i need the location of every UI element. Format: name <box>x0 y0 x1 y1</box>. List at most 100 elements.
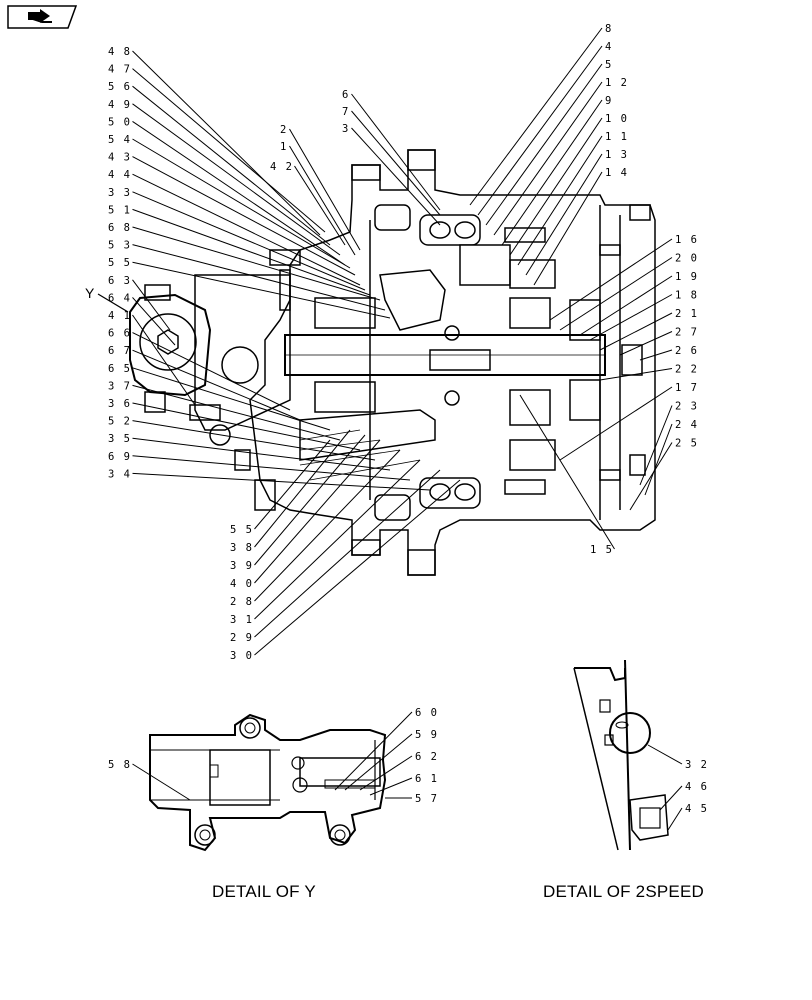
leader-left-67 <box>132 349 301 421</box>
leader-bottom-30 <box>254 479 461 656</box>
leader-left-63 <box>132 279 171 331</box>
leader-bottom-39 <box>254 434 366 566</box>
leader-d2-32 <box>647 744 683 765</box>
leader-left-41 <box>132 314 196 406</box>
leader-left-35 <box>132 437 391 471</box>
callout-left-68: 6 8 <box>108 222 131 234</box>
callout-dy-62: 6 2 <box>415 751 438 763</box>
leader-rtop-4 <box>477 45 603 216</box>
leader-rtop-5 <box>485 63 603 226</box>
callout-left-58: 5 8 <box>108 759 131 771</box>
leader-right-16 <box>549 238 673 321</box>
callout-left-49: 4 9 <box>108 99 131 111</box>
callout-left-56: 5 6 <box>108 81 131 93</box>
callout-left-64: 6 4 <box>108 292 131 304</box>
leader-right-24 <box>644 423 673 496</box>
leader-dy-59 <box>344 733 413 791</box>
callout-bottom-39: 3 9 <box>230 560 253 572</box>
leader-dy-60 <box>334 711 413 791</box>
callout-rtop-12: 1 2 <box>605 77 628 89</box>
callout-bottom-29: 2 9 <box>230 632 253 644</box>
detail-y-drawing <box>149 713 387 852</box>
callout-rtop-9: 9 <box>605 95 613 107</box>
callout-right-16: 1 6 <box>675 234 698 246</box>
callout-right-21: 2 1 <box>675 308 698 320</box>
callout-rtop-8: 8 <box>605 23 613 35</box>
callout-bottom-28: 2 8 <box>230 596 253 608</box>
callout-left-55: 5 5 <box>108 257 131 269</box>
callout-left-54: 5 4 <box>108 134 131 146</box>
leader-left-55 <box>132 261 391 319</box>
callout-left-43: 4 3 <box>108 152 131 164</box>
detail-2speed-caption: DETAIL OF 2SPEED <box>543 882 704 901</box>
leader-d2-46 <box>659 785 683 811</box>
callout-left-51: 5 1 <box>108 204 131 216</box>
callout-top-6: 6 <box>342 89 350 101</box>
callout-right-27: 2 7 <box>675 327 698 339</box>
callout-right-23: 2 3 <box>675 401 698 413</box>
callout-left-65: 6 5 <box>108 363 131 375</box>
callout-dy-59: 5 9 <box>415 729 438 741</box>
leader-top-3 <box>351 127 441 226</box>
leader-bottom-38 <box>254 429 351 548</box>
leader-left-36 <box>132 402 361 451</box>
leader-left-49 <box>132 103 341 256</box>
next-page-button[interactable] <box>6 4 78 30</box>
leader-right-20 <box>559 257 673 331</box>
callout-labels: 4 84 75 64 95 05 44 34 43 35 16 85 35 56… <box>108 23 708 815</box>
callout-left-53: 5 3 <box>108 240 131 252</box>
detail-y-caption: DETAIL OF Y <box>212 882 316 901</box>
next-page-arrow-icon <box>7 5 78 29</box>
callout-left-63: 6 3 <box>108 275 131 287</box>
callout-right-17: 1 7 <box>675 382 698 394</box>
leader-right-17 <box>559 386 673 461</box>
y-marker: Y <box>85 285 129 313</box>
callout-right-22: 2 2 <box>675 364 698 376</box>
callout-dy-61: 6 1 <box>415 773 438 785</box>
leader-left-34 <box>132 472 431 491</box>
callout-top-7: 7 <box>342 106 350 118</box>
callout-d2-46: 4 6 <box>685 781 708 793</box>
leader-top-7 <box>351 110 441 216</box>
callout-right-18: 1 8 <box>675 290 698 302</box>
callout-left-36: 3 6 <box>108 398 131 410</box>
leader-rtop-11 <box>517 135 603 266</box>
callout-left-41: 4 1 <box>108 310 131 322</box>
callout-left-48: 4 8 <box>108 46 131 58</box>
leader-left-43 <box>132 156 356 276</box>
callout-rtop-4: 4 <box>605 41 613 53</box>
leader-rtop-10 <box>509 117 603 256</box>
callout-right-19: 1 9 <box>675 271 698 283</box>
leader-dy-62 <box>359 755 413 791</box>
leader-left-33 <box>132 191 366 291</box>
callout-left-52: 5 2 <box>108 416 131 428</box>
callout-bottom-30: 3 0 <box>230 650 253 662</box>
leader-right-26 <box>639 349 673 361</box>
callout-right-24: 2 4 <box>675 419 698 431</box>
callout-bottom-31: 3 1 <box>230 614 253 626</box>
leader-top-42 <box>294 165 346 246</box>
leader-left-37 <box>132 384 341 441</box>
callout-mid-15: 1 5 <box>590 544 613 556</box>
leader-bottom-29 <box>254 469 441 638</box>
leader-bottom-31 <box>254 459 421 620</box>
callout-rtop-11: 1 1 <box>605 131 628 143</box>
leader-right-22 <box>599 368 673 381</box>
leader-left-48 <box>132 50 321 236</box>
callout-bottom-38: 3 8 <box>230 542 253 554</box>
callout-rtop-10: 1 0 <box>605 113 628 125</box>
callout-d2-32: 3 2 <box>685 759 708 771</box>
leader-right-21 <box>599 312 673 351</box>
leader-left-54 <box>132 138 351 269</box>
y-marker-label: Y <box>85 285 95 301</box>
callout-right-26: 2 6 <box>675 345 698 357</box>
callout-right-25: 2 5 <box>675 438 698 450</box>
callout-top-42: 4 2 <box>270 161 293 173</box>
callout-rtop-13: 1 3 <box>605 149 628 161</box>
leader-rtop-14 <box>533 171 603 286</box>
detail-2speed-drawing <box>573 659 669 851</box>
callout-dy-57: 5 7 <box>415 793 438 805</box>
callout-left-37: 3 7 <box>108 380 131 392</box>
leader-rtop-8 <box>469 27 603 206</box>
callout-bottom-55: 5 5 <box>230 524 253 536</box>
